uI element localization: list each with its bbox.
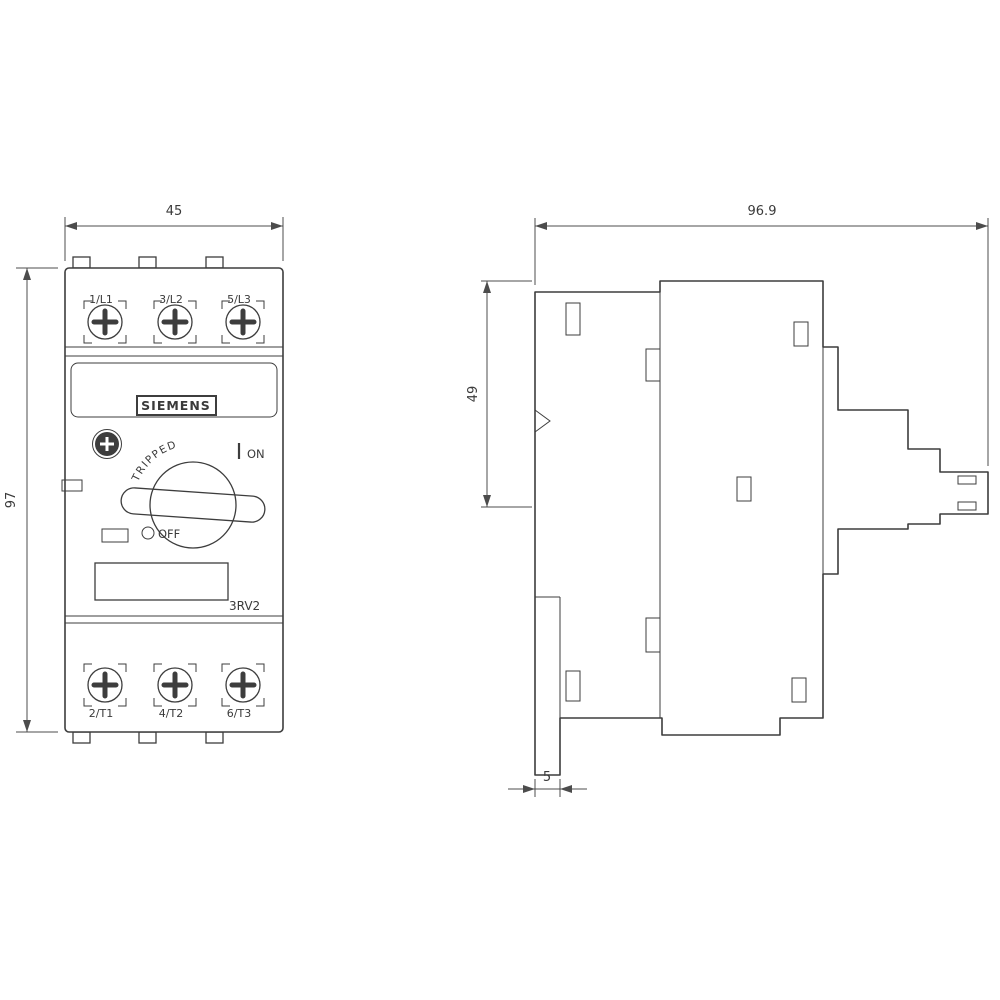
vent-slot [565,670,581,702]
knob-handle-detail [957,501,977,511]
model-label: 3RV2 [229,599,260,613]
vent-slot [565,302,581,336]
din-rail-notch [534,409,551,433]
test-window [61,479,83,492]
side-view [534,280,989,776]
label-panel [70,362,278,418]
terminal-label-1L1: 1/L1 [89,293,113,306]
dimension-side-height: 49 [466,280,532,508]
off-label: OFF [158,527,180,541]
dimension-value: 49 [466,386,481,403]
terminal-label-3L2: 3/L2 [159,293,183,306]
reset-window [101,528,129,543]
terminal-label-6T3: 6/T3 [227,707,251,720]
mounting-tab [138,256,157,269]
terminal-label-5L3: 5/L3 [227,293,251,306]
knob-handle-detail [957,475,977,485]
off-position-mark [141,526,155,540]
dimension-value: 97 [4,492,19,509]
dimension-value: 45 [166,204,183,219]
on-label: ON [247,447,265,461]
plus-icon [100,437,114,451]
vent-slot [791,677,807,703]
vent-slot [736,476,752,502]
mounting-tab [72,256,91,269]
mounting-tab [205,731,224,744]
adjustment-dial-ring [92,429,122,459]
vent-slot [793,321,809,347]
knob-handle [120,487,266,523]
dimension-value: 96.9 [748,204,777,219]
dimension-rail-offset: 5 [508,770,587,797]
brand-plate [136,395,217,416]
terminal-label-2T1: 2/T1 [89,707,113,720]
rating-label-window [94,562,229,601]
dimension-front-width: 45 [64,204,284,261]
dimension-front-height: 97 [4,267,58,733]
dimension-value: 5 [543,770,551,785]
mounting-tab [72,731,91,744]
front-view: SIEMENS 1/L1 3/L2 5/L3 TRIPPED ON OFF 3R… [61,256,284,744]
vent-slot [645,617,661,653]
mounting-tab [138,731,157,744]
vent-slot [645,348,661,382]
breaker-side-body [534,280,989,776]
terminal-label-4T2: 4/T2 [159,707,183,720]
rotary-knob [149,461,237,549]
dimension-side-depth: 96.9 [534,204,989,466]
mounting-tab [205,256,224,269]
brand-label: SIEMENS [141,398,211,413]
